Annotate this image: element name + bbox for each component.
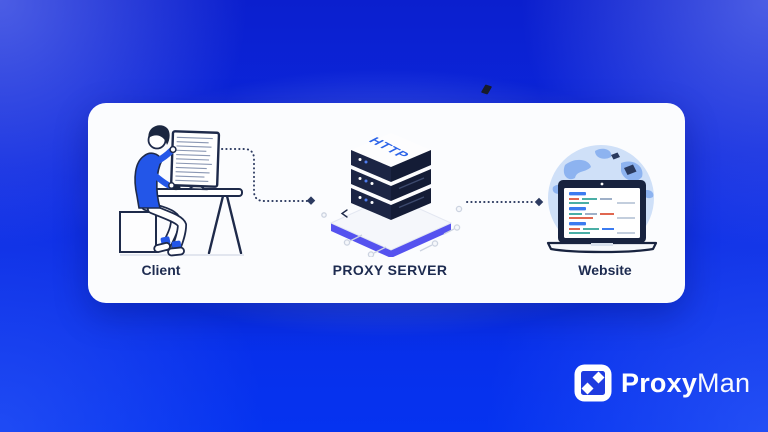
stool: [119, 211, 157, 253]
proxy-server-label: PROXY SERVER: [332, 262, 448, 278]
proxy-server-illustration: HTTP: [321, 133, 463, 257]
website-illustration: [546, 145, 658, 254]
person-arm-pointing: [152, 147, 175, 166]
chevron-decoration: [340, 209, 348, 218]
brand-name-light: Man: [697, 368, 751, 398]
proxyman-logo-icon: [574, 364, 612, 402]
monitor-text-lines: [175, 136, 213, 183]
person-arm-mouse: [148, 169, 172, 189]
cursor-speck: [480, 84, 493, 95]
circuit-decorations: [321, 205, 463, 257]
client-illustration: [119, 125, 244, 257]
person: [134, 125, 181, 209]
arrow-client-to-proxy: [221, 148, 316, 205]
brand-name-bold: Proxy: [621, 368, 698, 398]
person-torso: [134, 152, 163, 209]
person-legs: [141, 201, 188, 257]
website-label: Website: [578, 262, 632, 278]
monitor: [170, 130, 221, 191]
laptop-base: [546, 241, 658, 254]
brand-name: ProxyMan: [621, 363, 750, 403]
laptop: [546, 180, 658, 254]
laptop-camera: [600, 182, 604, 186]
server-stack: HTTP: [351, 133, 431, 220]
diagram-card: HTTP: [88, 103, 685, 303]
arrowhead: [306, 196, 316, 205]
client-label: Client: [141, 262, 181, 278]
person-hair: [148, 125, 170, 145]
brand-lockup: ProxyMan: [574, 363, 750, 403]
arrow-proxy-to-website: [466, 197, 544, 207]
laptop-notch: [591, 243, 613, 246]
desk-legs: [207, 194, 243, 255]
webpage-content-lines: [569, 192, 635, 234]
